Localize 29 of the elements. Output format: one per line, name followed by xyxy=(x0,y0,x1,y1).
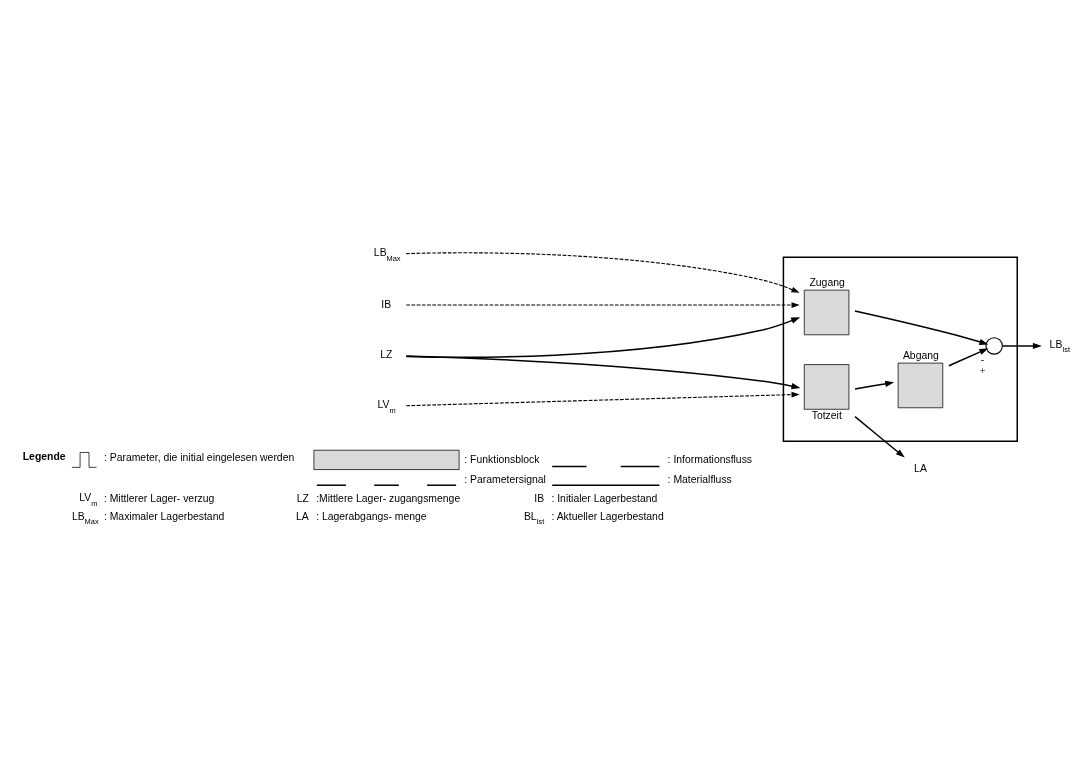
label: :Mittlere Lager- zugangsmenge xyxy=(316,492,461,504)
node-label: + xyxy=(979,364,986,376)
label: LB$_{Max}$ xyxy=(373,246,401,263)
label: : Mittlerer Lager- verzug xyxy=(103,492,215,504)
label: LV$_{m}$ xyxy=(377,398,396,415)
node-text: LA xyxy=(914,462,927,474)
legend-label: : Funktionsblock xyxy=(464,453,540,465)
label: : Initialer Lagerbestand xyxy=(551,492,658,504)
node-text: LB$_{Max}$ xyxy=(71,510,99,526)
label: : Maximaler Lagerbestand xyxy=(103,510,225,522)
node-text: LB$_{Ist}$ xyxy=(1049,338,1071,354)
node-label: Totzeit xyxy=(811,409,842,421)
label: : Aktueller Lagerbestand xyxy=(551,510,664,522)
label: LA xyxy=(296,510,309,522)
label: BL$_{Ist}$ xyxy=(523,510,545,526)
node-label: Zugang xyxy=(809,276,845,288)
legend-label: : Informationsfluss xyxy=(667,453,753,465)
label: : Lagerabgangs- menge xyxy=(316,510,427,522)
node-label: Abgang xyxy=(902,349,939,361)
node-text: LZ xyxy=(380,348,393,360)
label: LZ xyxy=(296,492,309,504)
legend-label: : Parametersignal xyxy=(464,473,546,485)
node-text: LV$_{m}$ xyxy=(79,491,98,508)
node-label: - xyxy=(980,353,985,365)
node-text: IB xyxy=(381,298,392,310)
legend-label: : Materialfluss xyxy=(667,473,732,485)
label: IB xyxy=(534,492,545,504)
label: Legende xyxy=(22,450,66,462)
legend-label: : Parameter, die initial eingelesen werden xyxy=(103,451,295,463)
